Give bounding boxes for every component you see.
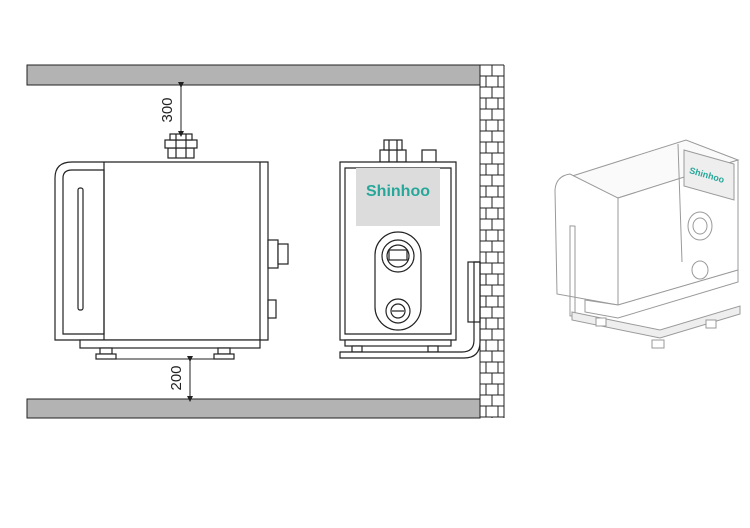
brand-logo-text: Shinhoo [366, 183, 430, 200]
pump-front-view [54, 133, 289, 360]
brick-wall [479, 64, 505, 418]
pump-side-view [339, 139, 457, 353]
dimension-bottom-label: 200 [168, 365, 185, 390]
pump-isometric-view [554, 139, 741, 349]
dimension-bottom [100, 356, 230, 402]
brand-panel [356, 168, 440, 226]
wall-bracket [339, 261, 481, 359]
dimension-top-label: 300 [159, 97, 176, 122]
ceiling-slab [26, 64, 481, 86]
floor-slab [26, 398, 481, 419]
